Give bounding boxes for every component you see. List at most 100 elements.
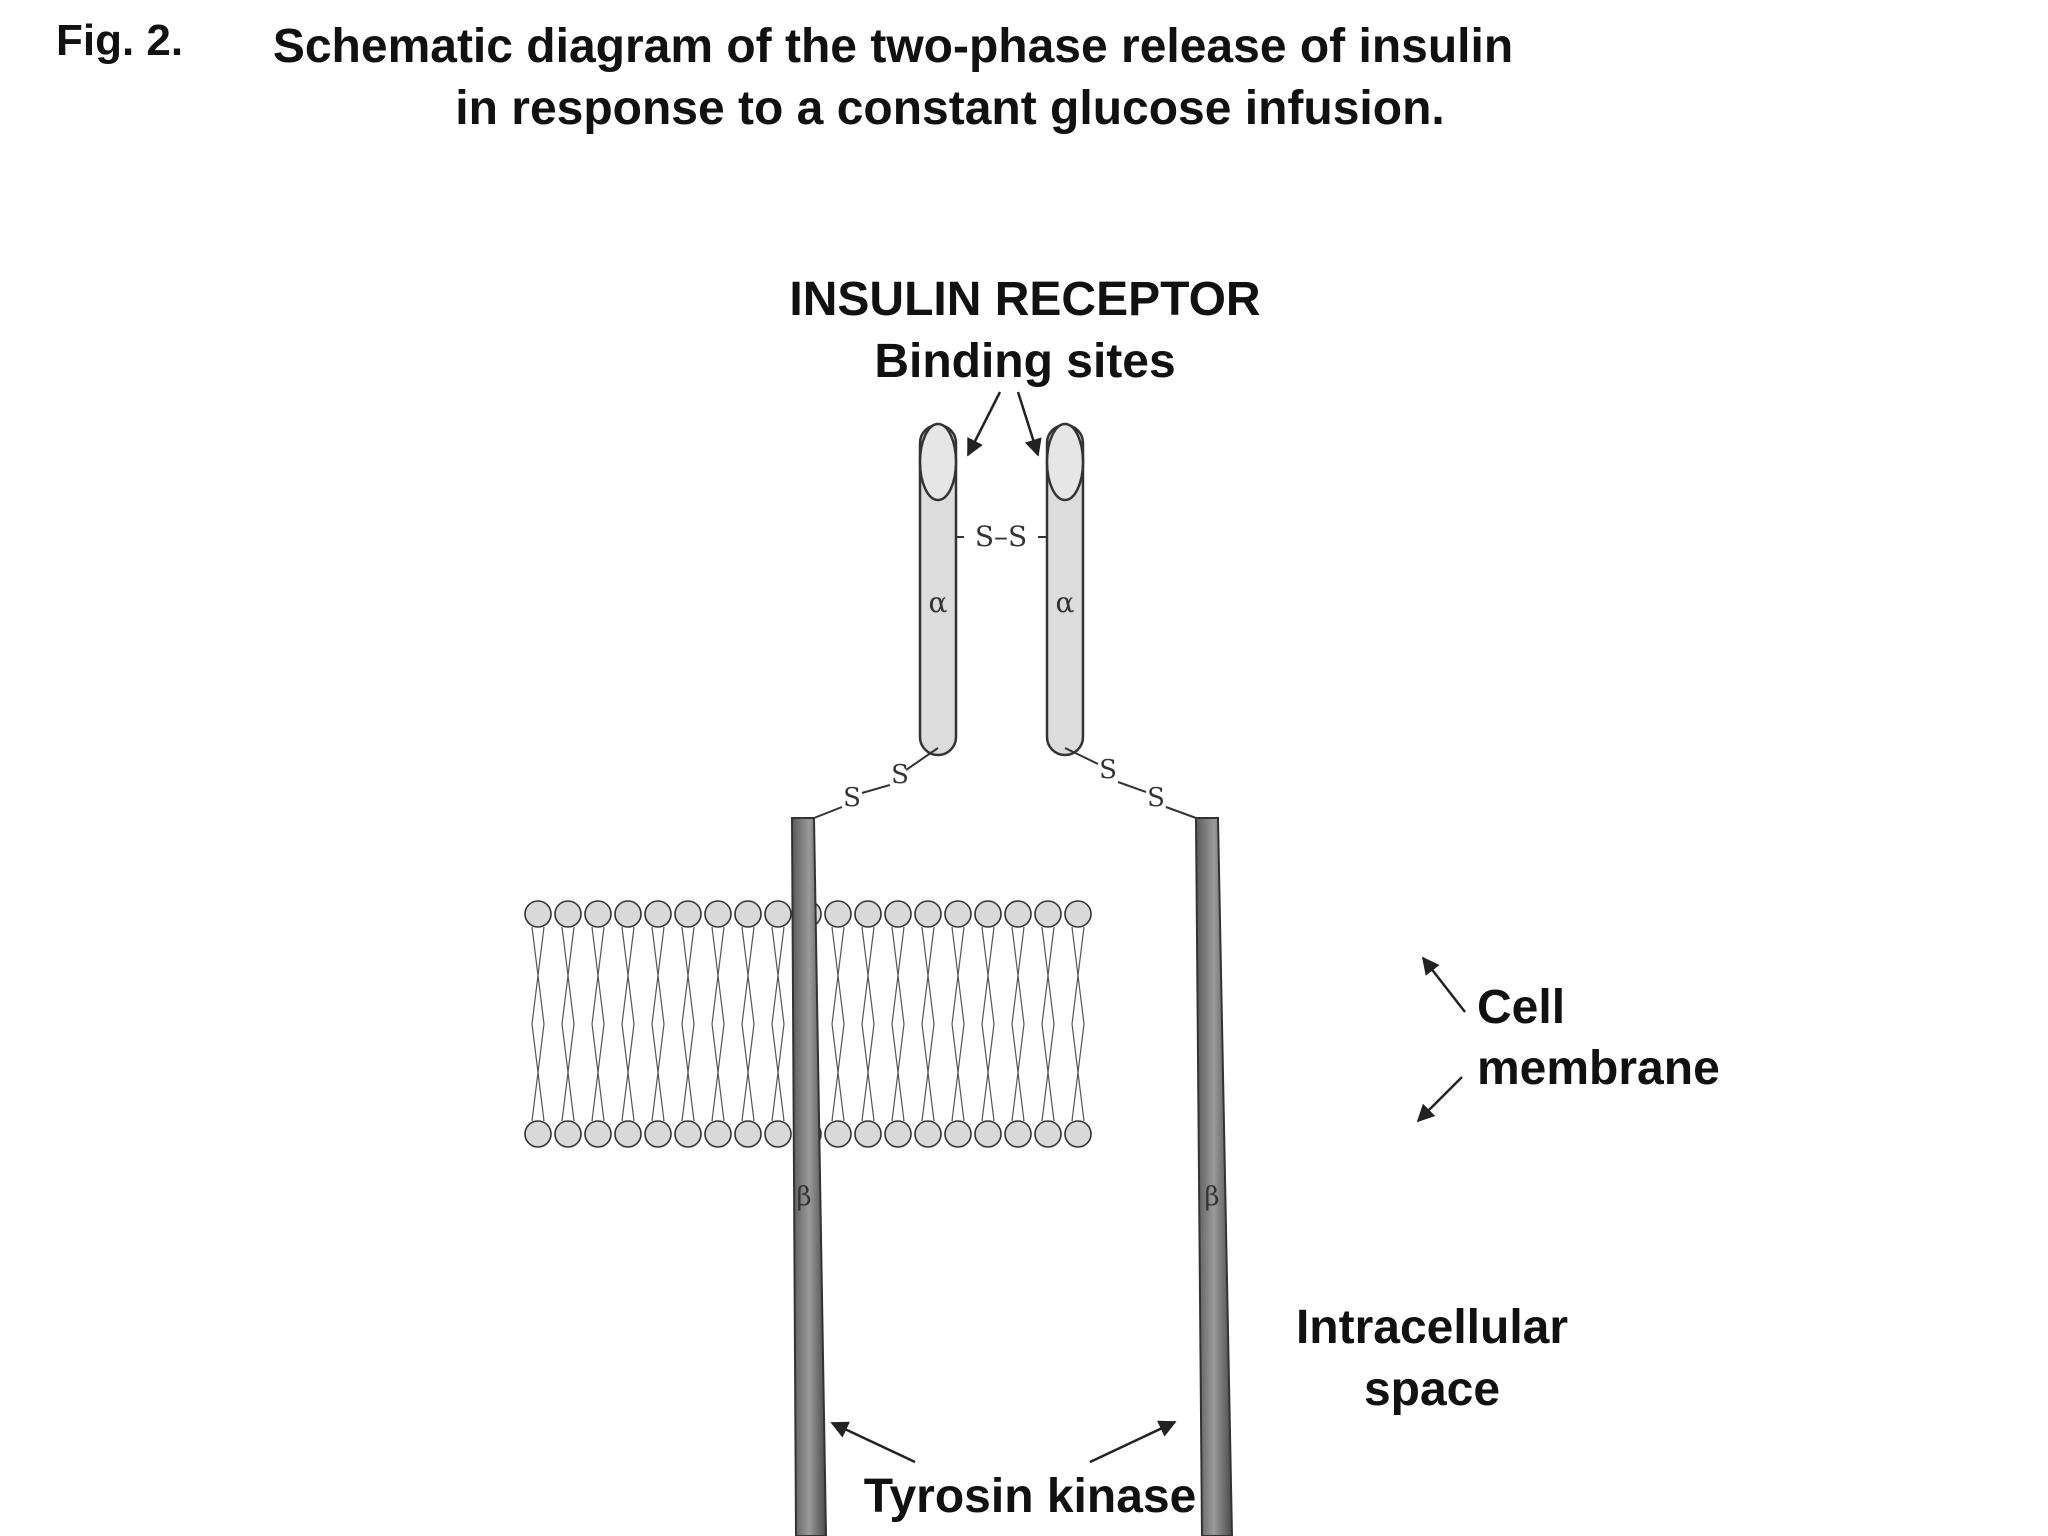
tyrosin-arrow-left xyxy=(830,1421,916,1464)
lipid-tail-b xyxy=(891,926,905,1122)
cell-membrane xyxy=(524,900,1092,1148)
lipid-tail-a xyxy=(831,926,845,1122)
lipid-tail-a xyxy=(921,926,935,1122)
lipid-head-inner xyxy=(614,1120,642,1148)
sulfur-right-upper: S xyxy=(1099,755,1117,785)
cell-membrane-label-2: membrane xyxy=(1477,1042,1720,1095)
lipid-head-outer xyxy=(644,900,672,928)
lipid-head-inner xyxy=(554,1120,582,1148)
lipid-tail-a xyxy=(531,926,545,1122)
lipid-head-outer xyxy=(884,900,912,928)
beta-link-right xyxy=(1165,806,1197,819)
lipid-head-inner xyxy=(824,1120,852,1148)
figure-number: Fig. 2. xyxy=(56,16,184,65)
binding-site-arrow-left xyxy=(966,391,1002,457)
lipid-head-inner xyxy=(584,1120,612,1148)
sulfur-bond-right xyxy=(1117,781,1147,793)
lipid-tail-b xyxy=(1071,926,1085,1122)
receptor-title: INSULIN RECEPTOR xyxy=(789,273,1260,326)
lipid-head-outer xyxy=(704,900,732,928)
lipid-tail-b xyxy=(651,926,665,1122)
lipid-tail-b xyxy=(711,926,725,1122)
lipid-head-inner xyxy=(764,1120,792,1148)
lipid-tail-b xyxy=(531,926,545,1122)
beta-label-left: β xyxy=(796,1182,811,1212)
lipid-tail-a xyxy=(561,926,575,1122)
lipid-tail-a xyxy=(771,926,785,1122)
alpha-label-left: α xyxy=(929,586,948,619)
lipid-head-inner xyxy=(884,1120,912,1148)
lipid-tail-b xyxy=(591,926,605,1122)
lipid-head-inner xyxy=(734,1120,762,1148)
lipid-tail-b xyxy=(861,926,875,1122)
lipid-tail-b xyxy=(921,926,935,1122)
membrane-arrow-bottom xyxy=(1416,1076,1463,1123)
caption-line-1: Schematic diagram of the two-phase relea… xyxy=(272,20,1514,73)
lipid-head-inner xyxy=(1064,1120,1092,1148)
lipid-tail-b xyxy=(621,926,635,1122)
binding-sites-label: Binding sites xyxy=(874,335,1175,388)
sulfur-left-upper: S xyxy=(891,760,909,790)
lipid-head-outer xyxy=(764,900,792,928)
alpha-disulfide-bridge: S–S xyxy=(975,520,1027,553)
lipid-head-outer xyxy=(824,900,852,928)
lipid-head-outer xyxy=(1034,900,1062,928)
tyrosin-arrow-right xyxy=(1089,1420,1177,1464)
binding-site-arrow-right xyxy=(1016,391,1042,457)
lipid-tail-b xyxy=(681,926,695,1122)
lipid-tail-b xyxy=(771,926,785,1122)
lipid-head-inner xyxy=(674,1120,702,1148)
lipid-head-inner xyxy=(1034,1120,1062,1148)
alpha-beta-link-left xyxy=(905,747,939,771)
intracellular-label-1: Intracellular xyxy=(1296,1301,1568,1354)
lipid-tail-a xyxy=(591,926,605,1122)
lipid-head-inner xyxy=(944,1120,972,1148)
lipid-tail-a xyxy=(621,926,635,1122)
lipid-head-inner xyxy=(644,1120,672,1148)
sulfur-right-lower: S xyxy=(1147,783,1165,813)
lipid-tail-b xyxy=(1011,926,1025,1122)
binding-site-left xyxy=(918,422,958,502)
lipid-head-outer xyxy=(944,900,972,928)
lipid-tail-a xyxy=(651,926,665,1122)
lipid-tail-a xyxy=(741,926,755,1122)
lipid-head-inner xyxy=(524,1120,552,1148)
lipid-tail-a xyxy=(1011,926,1025,1122)
membrane-arrow-top xyxy=(1421,956,1466,1013)
beta-subunit-right xyxy=(1194,817,1234,1536)
lipid-head-outer xyxy=(1064,900,1092,928)
lipid-tail-a xyxy=(681,926,695,1122)
lipid-head-inner xyxy=(854,1120,882,1148)
lipid-head-outer xyxy=(974,900,1002,928)
lipid-head-inner xyxy=(974,1120,1002,1148)
lipid-head-inner xyxy=(914,1120,942,1148)
lipid-tail-a xyxy=(1041,926,1055,1122)
lipid-head-outer xyxy=(734,900,762,928)
lipid-tail-b xyxy=(741,926,755,1122)
lipid-tail-a xyxy=(861,926,875,1122)
lipid-tail-a xyxy=(981,926,995,1122)
beta-label-right: β xyxy=(1204,1182,1219,1212)
figure-caption: Schematic diagram of the two-phase relea… xyxy=(250,16,1650,140)
tyrosin-kinase-label: Tyrosin kinase xyxy=(864,1470,1197,1523)
lipid-tail-b xyxy=(561,926,575,1122)
lipid-tail-b xyxy=(981,926,995,1122)
lipid-tail-a xyxy=(711,926,725,1122)
lipid-head-outer xyxy=(614,900,642,928)
lipid-tail-a xyxy=(891,926,905,1122)
lipid-head-inner xyxy=(704,1120,732,1148)
lipid-head-outer xyxy=(674,900,702,928)
lipid-tail-b xyxy=(951,926,965,1122)
sulfur-left-lower: S xyxy=(843,783,861,813)
beta-link-left xyxy=(813,806,843,819)
beta-subunit-left xyxy=(790,817,828,1536)
lipid-head-outer xyxy=(584,900,612,928)
caption-line-2: in response to a constant glucose infusi… xyxy=(455,82,1445,135)
alpha-label-right: α xyxy=(1056,586,1075,619)
lipid-head-outer xyxy=(914,900,942,928)
lipid-tail-b xyxy=(831,926,845,1122)
lipid-head-outer xyxy=(854,900,882,928)
lipid-tail-a xyxy=(951,926,965,1122)
intracellular-label-2: space xyxy=(1364,1363,1500,1416)
